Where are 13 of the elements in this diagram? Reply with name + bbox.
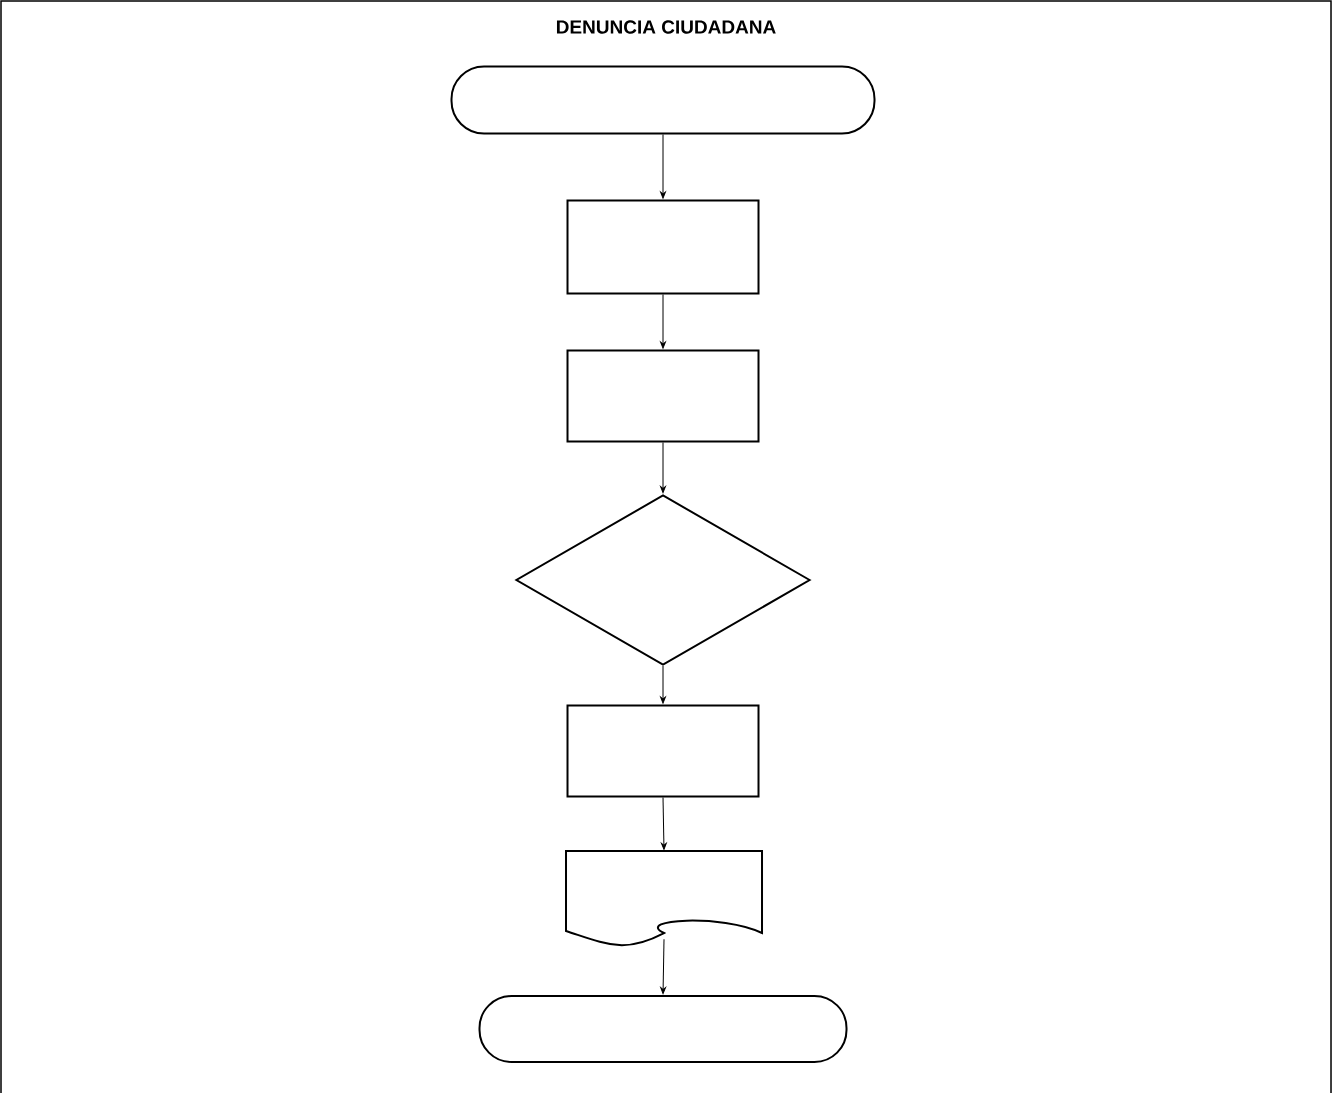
process-box	[566, 349, 760, 443]
process-box	[566, 704, 760, 798]
arrow	[660, 665, 666, 704]
process-box	[566, 199, 760, 295]
terminal-shape	[478, 995, 848, 1063]
terminal-shape	[450, 65, 876, 135]
arrow	[661, 797, 667, 850]
title: DENUNCIA CIUDADANA	[557, 20, 776, 34]
arrow	[660, 442, 666, 494]
arrow	[660, 294, 666, 349]
document-shape	[565, 850, 763, 947]
arrow	[660, 134, 666, 199]
arrow	[660, 938, 666, 995]
